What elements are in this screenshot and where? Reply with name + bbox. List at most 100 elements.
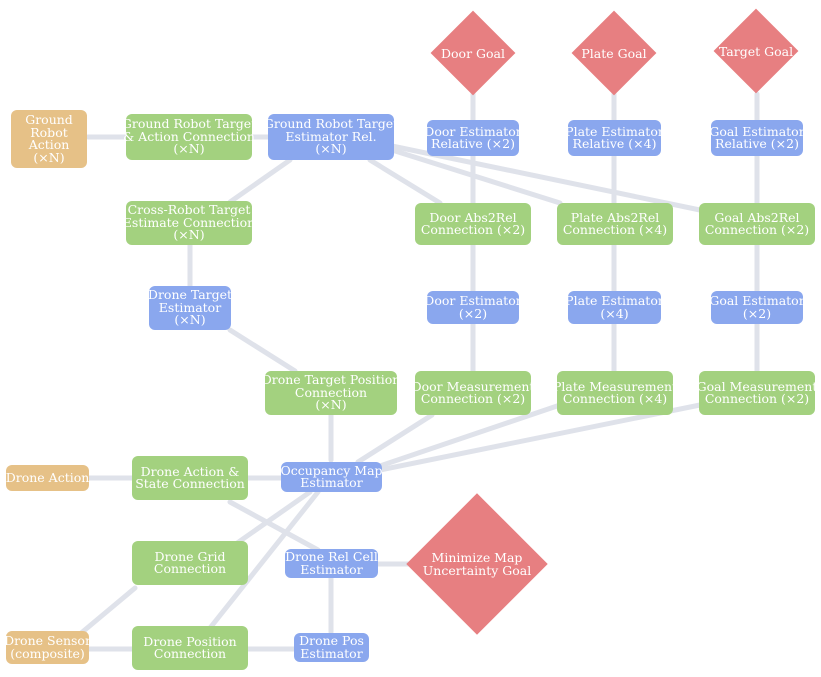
- ground-robot-target-action-connection-node: Ground Robot Target& Action Connection(×…: [122, 114, 256, 160]
- node-label-line: Connection: [153, 646, 227, 661]
- node-label-line: Goal Estimator: [709, 123, 805, 139]
- edge: [227, 327, 298, 374]
- edge: [227, 489, 313, 551]
- node-label-line: Relative (×2): [431, 136, 515, 151]
- node-label-line: Estimator: [300, 561, 363, 577]
- node-label-line: Relative (×2): [715, 136, 799, 151]
- node-label-line: Drone Action: [5, 469, 90, 485]
- target-goal-node: Target Goal: [713, 8, 799, 94]
- node-label-line: (×2): [742, 305, 772, 321]
- node-label-line: Ground Robot Target: [121, 116, 257, 132]
- node-label-line: State Connection: [135, 476, 245, 491]
- edge: [355, 412, 435, 465]
- drone-action-node: Drone Action: [6, 465, 89, 491]
- edge: [227, 499, 321, 553]
- node-label-line: Ground: [25, 112, 73, 127]
- edge: [389, 143, 703, 213]
- node-label-line: (×N): [315, 141, 347, 157]
- node-label-line: Drone Grid: [154, 548, 226, 564]
- node-label-line: Ground Robot Target: [263, 116, 399, 132]
- node-label-line: Door Abs2Rel: [429, 209, 517, 225]
- node-label-line: (×N): [173, 227, 205, 243]
- node-label-line: Relative (×4): [572, 136, 657, 151]
- node-label-line: (×N): [174, 312, 206, 328]
- node-label-line: (×4): [600, 305, 629, 321]
- node-label-line: Plate Estimator: [565, 123, 664, 139]
- edge: [377, 402, 563, 469]
- node-label-line: Goal Measurement: [696, 378, 818, 394]
- door-goal-node: Door Goal: [430, 10, 516, 96]
- node-label-line: Drone Position: [143, 633, 237, 649]
- node-label-line: Estimator Rel.: [285, 128, 377, 144]
- node-label-line: Connection (×2): [420, 222, 526, 237]
- node-label-line: Drone Target Position: [261, 372, 401, 388]
- node-label-line: Minimize Map: [431, 550, 523, 565]
- door-estimator-node: Door Estimator(×2): [424, 291, 522, 324]
- node-label-line: Estimator: [300, 645, 363, 661]
- node-label-line: Plate Measurement: [552, 378, 678, 394]
- node-label-line: Plate Goal: [581, 45, 647, 61]
- node-label-line: Drone Sensor: [4, 633, 91, 648]
- node-label-line: Connection (×2): [704, 391, 810, 406]
- node-label-line: Door Measurement: [411, 378, 535, 394]
- node-label-line: Occupancy Map: [280, 462, 383, 478]
- node-label-line: Estimator: [158, 299, 222, 315]
- node-label-line: (composite): [10, 645, 85, 661]
- node-label-line: Door Estimator: [424, 293, 522, 308]
- node-label-line: Connection: [153, 561, 227, 576]
- node-label-line: Drone Pos: [299, 633, 364, 648]
- node-label-line: Goal Estimator: [709, 293, 805, 308]
- node-label-line: Goal Abs2Rel: [714, 209, 800, 225]
- edge: [227, 157, 293, 205]
- edge: [367, 157, 443, 206]
- node-label-line: (×2): [458, 305, 488, 321]
- node-label-line: Drone Target: [147, 287, 233, 303]
- edge: [389, 147, 563, 206]
- node-label-line: Drone Action &: [140, 463, 240, 479]
- drone-action-state-connection-node: Drone Action &State Connection: [132, 456, 248, 500]
- edge: [77, 585, 138, 637]
- plate-estimator-node: Plate Estimator(×4): [565, 291, 664, 324]
- node-label-line: (×N): [33, 149, 65, 165]
- node-label-line: Door Goal: [441, 45, 505, 61]
- node-label-line: Robot: [30, 124, 68, 140]
- node-label-line: Plate Abs2Rel: [570, 209, 660, 225]
- node-label-line: Connection (×4): [562, 222, 668, 237]
- node-label-line: Estimator: [300, 475, 363, 490]
- node-label-line: Drone Rel Cell: [285, 549, 378, 564]
- node-label-line: Estimate Connection: [122, 214, 256, 230]
- node-label-line: Connection (×4): [562, 391, 668, 406]
- node-label-line: Plate Estimator: [565, 293, 664, 308]
- edge: [207, 489, 321, 631]
- node-label-line: Connection: [294, 384, 368, 400]
- node-label-line: Door Estimator: [424, 123, 522, 139]
- node-label-line: Target Goal: [718, 43, 794, 59]
- node-label-line: (×N): [315, 397, 347, 413]
- node-label-line: Connection (×2): [420, 391, 526, 406]
- drone-sensor-node: Drone Sensor(composite): [4, 631, 91, 664]
- plate-goal-node: Plate Goal: [571, 10, 657, 96]
- node-label-line: Uncertainty Goal: [422, 563, 532, 578]
